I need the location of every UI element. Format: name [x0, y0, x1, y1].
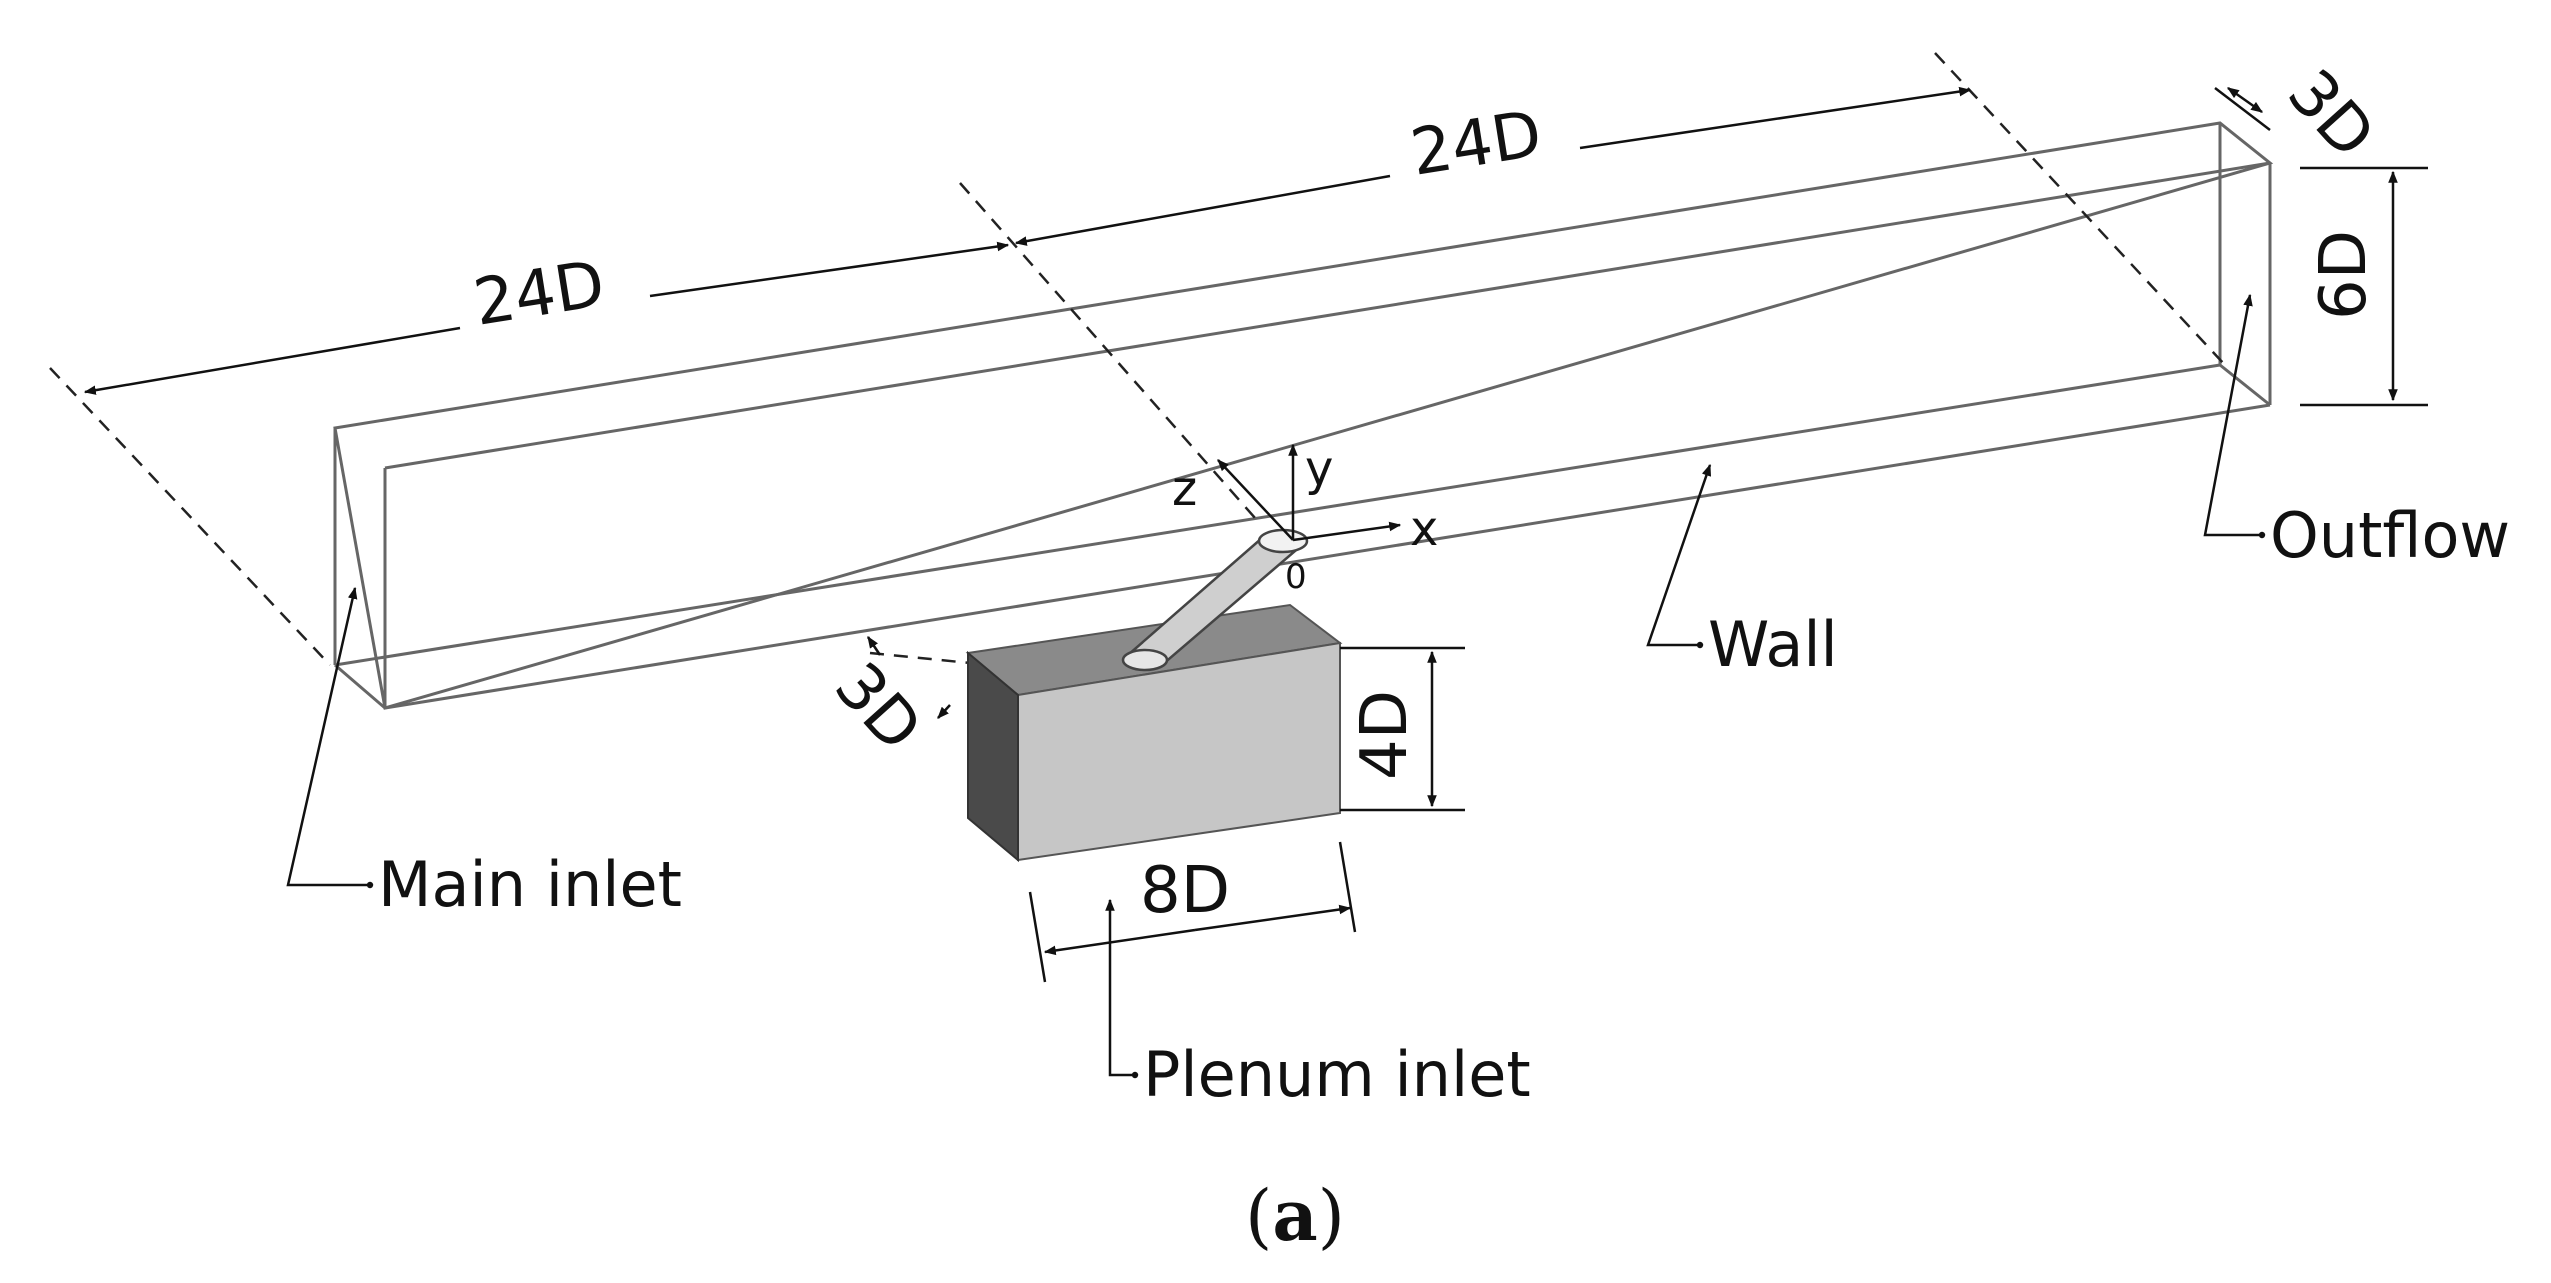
extension-lines: [49, 52, 2226, 666]
dimension-plenum-height: 4D: [1340, 646, 1465, 812]
leader-plenum-inlet: Plenum inlet: [1105, 898, 1531, 1111]
dimension-length-left: 24D: [83, 241, 1010, 395]
plenum-inlet-leader: [1105, 898, 1139, 1079]
ext-line-mid: [959, 182, 1256, 519]
caption-open-paren: (: [1245, 1175, 1272, 1257]
dim-plenum-width-arrow-top: [866, 636, 882, 656]
dim-left-arrow-start: [83, 326, 461, 395]
dim-plenum-length-witness-right: [1338, 841, 1357, 933]
plenum-inlet-label: Plenum inlet: [1143, 1038, 1531, 1111]
origin-label: 0: [1285, 557, 1307, 597]
y-axis-label: y: [1305, 441, 1333, 497]
x-axis-arrow: [1292, 521, 1402, 542]
channel-bottom-front-edge: [384, 403, 2271, 710]
main-inlet-label: Main inlet: [378, 848, 682, 921]
dim-plenum-width-arrow-bottom: [937, 704, 951, 719]
dimension-plenum-width: 3D: [820, 636, 951, 766]
outflow-leader: [2203, 293, 2266, 539]
channel-outlet-bottom-edge: [2219, 363, 2271, 407]
figure-caption: (a): [1245, 1174, 1345, 1257]
z-axis-label: z: [1172, 461, 1197, 517]
wall-leader: [1646, 463, 1712, 649]
dim-channel-height-label: 6D: [2307, 230, 2381, 320]
dimension-plenum-length: 8D: [1028, 841, 1357, 983]
dimension-length-right: 24D: [1014, 86, 1972, 246]
dim-right-arrow-end: [1579, 86, 1972, 150]
dim-channel-width-label: 3D: [2273, 56, 2388, 172]
dim-plenum-height-label: 4D: [1348, 690, 1422, 780]
z-axis-arrow: [1217, 459, 1294, 541]
x-axis-label: x: [1410, 501, 1438, 557]
dim-plenum-width-label: 3D: [820, 649, 935, 765]
caption-letter: a: [1272, 1174, 1317, 1257]
dim-plenum-length-witness-left: [1028, 891, 1047, 983]
cooling-hole-inlet: [1121, 648, 1169, 672]
dim-left-arrow-end: [649, 241, 1010, 298]
dim-plenum-length-arrow-right: [1194, 904, 1352, 932]
dim-width-arrow: [2227, 86, 2263, 114]
ext-line-plenum: [869, 651, 971, 665]
channel-bottom-back-edge: [334, 363, 2221, 667]
outflow-label: Outflow: [2270, 499, 2510, 572]
cooling-hole-exit: [1257, 528, 1309, 554]
ext-line-inlet: [49, 367, 331, 666]
leader-outflow: Outflow: [2203, 293, 2510, 572]
caption-close-paren: ): [1318, 1175, 1345, 1257]
plenum-side-face: [967, 650, 1019, 863]
wall-label: Wall: [1708, 608, 1838, 681]
dim-plenum-length-arrow-left: [1043, 928, 1196, 956]
coordinate-axes: y x z 0: [1172, 441, 1438, 597]
dim-right-arrow-start: [1014, 174, 1391, 246]
leader-wall: Wall: [1646, 463, 1838, 681]
channel-top-front-edge: [384, 161, 2271, 470]
dim-plenum-length-label: 8D: [1140, 854, 1230, 928]
main-inlet-leader: [286, 586, 374, 889]
dim-length-left-label: 24D: [469, 247, 610, 341]
leader-main-inlet: Main inlet: [286, 586, 682, 921]
cooling-hole: [1121, 528, 1309, 672]
dimension-channel-height: 6D: [2300, 166, 2428, 407]
dim-length-right-label: 24D: [1406, 97, 1547, 191]
dimension-channel-width: 3D: [2214, 56, 2388, 173]
